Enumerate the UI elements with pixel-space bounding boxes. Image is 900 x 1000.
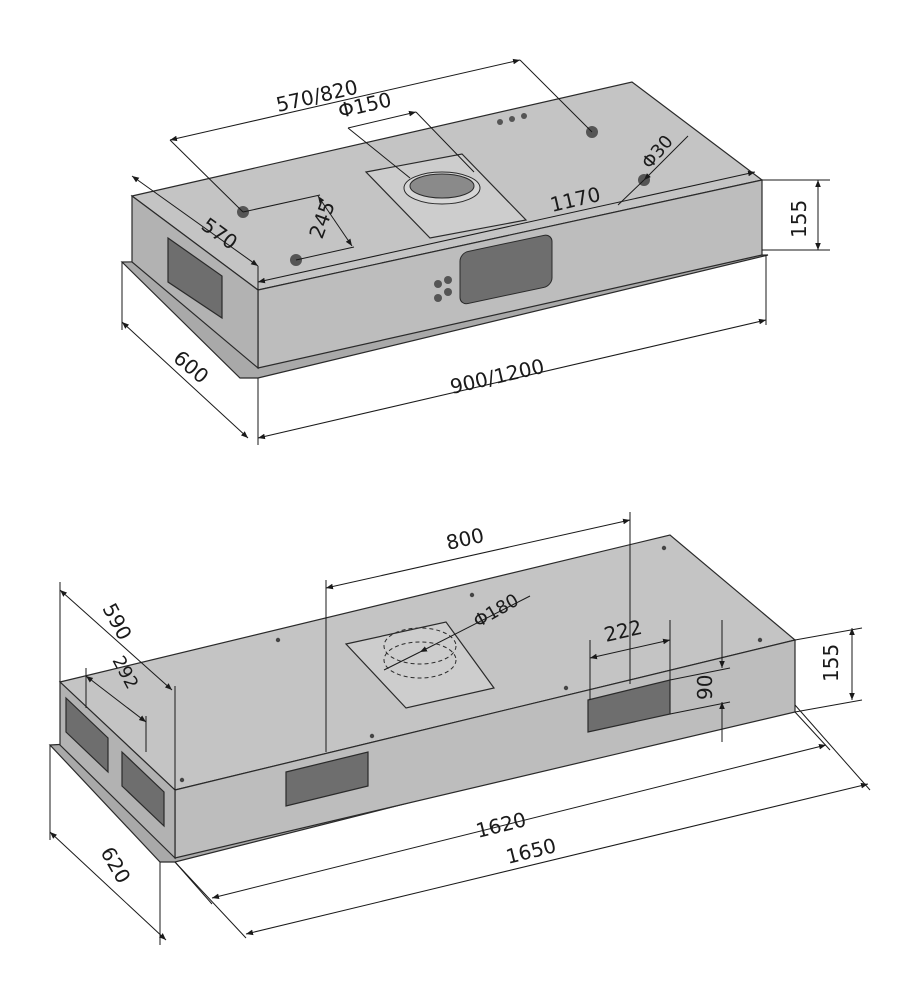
bottom-hood-duct-collar <box>383 641 457 679</box>
label-depth-590: 590 <box>98 599 137 644</box>
top-hood-knob <box>434 280 442 288</box>
bottom-hood-screw <box>563 685 569 691</box>
label-top-height: 155 <box>787 200 811 238</box>
label-depth-620: 620 <box>96 843 136 888</box>
bottom-hood-dimension-lines <box>49 512 871 945</box>
bottom-hood-drawing: 590 292 800 Φ180 222 90 155 1620 1650 62… <box>48 512 871 945</box>
bottom-hood-duct-plate <box>344 621 496 709</box>
top-hood-knob <box>444 276 452 284</box>
bottom-hood-screw <box>275 637 281 643</box>
bottom-hood-duct-collar-top <box>383 627 457 665</box>
label-depth-600: 600 <box>169 345 214 388</box>
top-hood-knob <box>434 294 442 302</box>
label-vent-height: 90 <box>693 675 717 700</box>
label-width-options: 900/1200 <box>448 354 547 399</box>
bottom-hood-screw <box>757 637 763 643</box>
bottom-hood-screw <box>369 733 375 739</box>
label-width-1620: 1620 <box>473 807 528 843</box>
label-center-distance: 800 <box>444 523 487 555</box>
label-bottom-height: 155 <box>819 644 843 682</box>
bottom-hood-side-vent <box>65 696 109 774</box>
top-hood-small-hole <box>509 116 515 122</box>
bottom-hood-screw <box>661 545 667 551</box>
top-hood-small-hole <box>521 113 527 119</box>
top-hood-knob <box>444 288 452 296</box>
bottom-hood-screw <box>179 777 185 783</box>
top-hood-dimension-lines <box>121 58 830 445</box>
label-width-1650: 1650 <box>503 833 558 869</box>
top-hood-drawing: 570/820 Φ150 570 245 1170 Φ30 155 900/12… <box>120 58 830 445</box>
top-hood-small-hole <box>497 119 503 125</box>
bottom-hood-side-vent <box>121 750 165 828</box>
bottom-hood-screw <box>469 592 475 598</box>
top-hood-duct-opening <box>409 173 475 199</box>
